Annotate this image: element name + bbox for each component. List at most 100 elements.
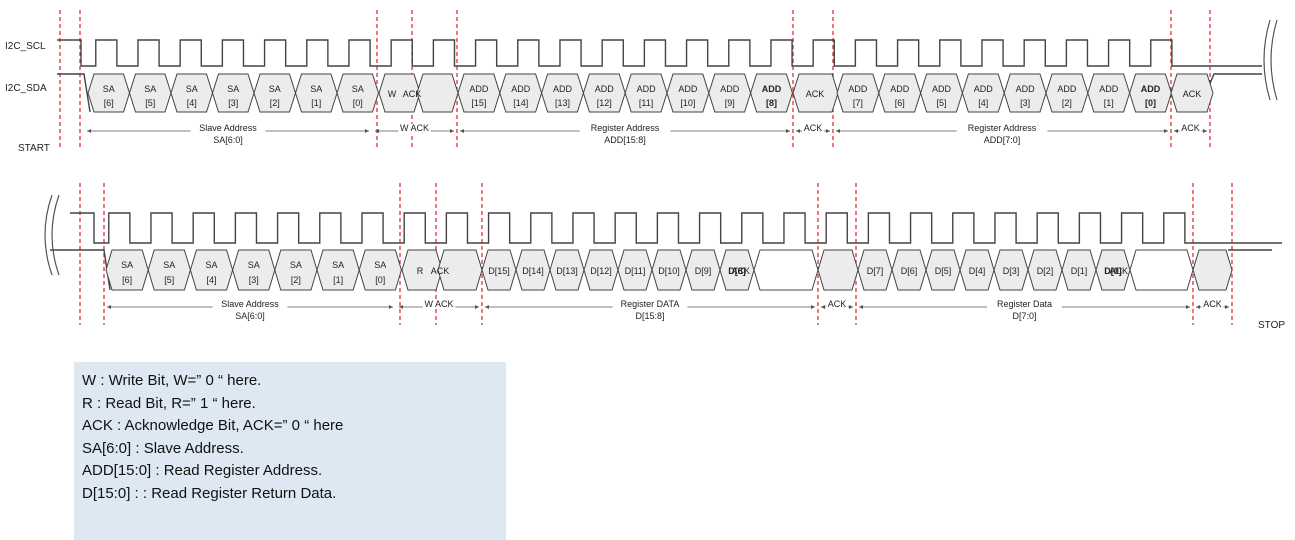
row2-ack-cell	[753, 249, 819, 291]
row1-slave-cell-name: SA	[310, 84, 322, 94]
row2-slave-cell	[358, 249, 402, 291]
row1-addr-lo-cell-index: [4]	[978, 98, 988, 108]
row2-annotation-label: Slave Address	[221, 299, 279, 309]
row2-slave-cell-name: SA	[332, 260, 344, 270]
legend-line-write-bit: W : Write Bit, W=” 0 “ here.	[82, 372, 262, 389]
row2-annotation-label-bg	[1201, 300, 1224, 309]
row1-addr-hi-cell-name: ADD	[595, 84, 615, 94]
row1-annotation-label: W ACK	[400, 123, 429, 133]
row2-annotation-sub: D[7:0]	[1012, 311, 1036, 321]
row1-addr-lo-cell-index: [5]	[936, 98, 946, 108]
row1-addr-hi-cell-index: [8]	[766, 98, 777, 108]
row2-annotation-label-bg	[212, 300, 288, 309]
row1-addr-lo-cell-name: ADD	[890, 84, 910, 94]
row1-addr-lo-cell-index: [0]	[1145, 98, 1156, 108]
row1-slave-cell-name: SA	[227, 84, 239, 94]
row2-slave-cell-index: [3]	[249, 275, 259, 285]
row1-addr-hi-cell-name: ADD	[469, 84, 489, 94]
row2-break-mark	[44, 194, 60, 276]
row2-ack-bit-label: ACK	[431, 266, 450, 276]
row1-slave-cell-index: [4]	[187, 98, 197, 108]
row2-annotation-sub: D[15:8]	[635, 311, 664, 321]
row1-annotation-label: ACK	[1181, 123, 1200, 133]
row1-ack-bit-label: ACK	[806, 89, 825, 99]
row2-data-lo-label: D[0]	[1104, 266, 1122, 276]
legend-line-return-data: D[15:0] : : Read Register Return Data.	[82, 484, 337, 502]
row1-slave-cell-name: SA	[352, 84, 364, 94]
row2-annotation-label: Register DATA	[621, 299, 680, 309]
row2-data-hi-label: D[13]	[556, 266, 578, 276]
row1-slave-cell-index: [2]	[270, 98, 280, 108]
row1-annotation-label: Register Address	[968, 123, 1037, 133]
row1-annotation-sub: ADD[15:8]	[604, 135, 646, 145]
row2-data-lo-label: D[4]	[969, 266, 986, 276]
row2-annotation-label: W ACK	[424, 299, 453, 309]
row2-annotation-label: ACK	[828, 299, 847, 309]
row2-data-hi-label: D[15]	[488, 266, 510, 276]
row2-data-lo-label: D[5]	[935, 266, 952, 276]
row1-scl-waveform	[57, 39, 1262, 67]
row2-annotation-label-bg	[612, 300, 688, 309]
row2-data-hi-label: D[9]	[695, 266, 712, 276]
row1-slave-cell-index: [5]	[145, 98, 155, 108]
legend-line-register-address: ADD[15:0] : Read Register Address.	[82, 462, 323, 479]
legend-box: W : Write Bit, W=” 0 “ here. R : Read Bi…	[74, 362, 506, 540]
row2-rw-bit-label: R	[417, 266, 424, 276]
row1-slave-cell-name: SA	[186, 84, 198, 94]
row2-data-hi-label: D[14]	[522, 266, 544, 276]
row2-slave-cell-index: [1]	[333, 275, 343, 285]
row2-data-lo-label: D[6]	[901, 266, 918, 276]
row1-break-mark	[1263, 19, 1278, 101]
row2-annotation-arrows	[821, 305, 853, 309]
row1-annotation-label: ACK	[804, 123, 823, 133]
row2-annotation-label: Register Data	[997, 299, 1052, 309]
row1-slave-cell-name: SA	[269, 84, 281, 94]
row1-addr-lo-cell-index: [2]	[1062, 98, 1072, 108]
row2-data-lo-label: D[3]	[1003, 266, 1020, 276]
row1-addr-hi-cell-index: [9]	[725, 98, 735, 108]
row1-addr-hi-cell-index: [14]	[513, 98, 528, 108]
row1-ack-bit-label: ACK	[403, 89, 422, 99]
row1-addr-hi-cell-name: ADD	[720, 84, 740, 94]
legend-line-ack-bit: ACK : Acknowledge Bit, ACK=” 0 “ here	[82, 417, 344, 434]
row1-addr-hi-cell-index: [10]	[680, 98, 695, 108]
stop-condition-label: STOP	[1258, 320, 1285, 331]
row1-slave-cell-index: [0]	[353, 98, 363, 108]
row1-slave-cell-index: [3]	[228, 98, 238, 108]
row1-annotation-label-bg	[802, 124, 824, 133]
row1-rw-bit-label: W	[388, 89, 397, 99]
row2-slave-cell-index: [2]	[291, 275, 301, 285]
start-condition-label: START	[18, 143, 50, 154]
row1-annotation-label: Register Address	[591, 123, 660, 133]
row1-addr-hi-cell-index: [15]	[471, 98, 486, 108]
row2-data-hi-label: D[8]	[728, 266, 746, 276]
row1-slave-cell-index: [1]	[311, 98, 321, 108]
row2-slave-cell-name: SA	[121, 260, 133, 270]
row1-slave-cell-name: SA	[103, 84, 115, 94]
row2-data-hi-label: D[10]	[658, 266, 680, 276]
row2-slave-cell-index: [5]	[164, 275, 174, 285]
row1-addr-hi-cell-name: ADD	[553, 84, 573, 94]
row1-annotation-label: Slave Address	[199, 123, 257, 133]
row1-addr-hi-cell-index: [13]	[555, 98, 570, 108]
row1-annotation-arrows	[796, 129, 830, 133]
row2-annotation-label-bg	[987, 300, 1062, 309]
row1-ack-bit-label: ACK	[1183, 89, 1202, 99]
row2-data-lo-label: D[2]	[1037, 266, 1054, 276]
row1-addr-hi-cell-name: ADD	[511, 84, 531, 94]
row1-addr-hi-cell	[750, 73, 793, 113]
row2-ack-bit-label: ACK	[731, 266, 750, 276]
row1-annotation-arrows	[1174, 129, 1207, 133]
row1-addr-lo-cell-name: ADD	[1016, 84, 1036, 94]
row2-annotation-label-bg	[826, 300, 848, 309]
row2-slave-cell-index: [0]	[375, 275, 385, 285]
row1-addr-lo-cell-name: ADD	[1099, 84, 1119, 94]
row1-addr-lo-cell-name: ADD	[974, 84, 994, 94]
scl-signal-label: I2C_SCL	[5, 41, 46, 52]
row1-addr-hi-cell-name: ADD	[762, 84, 782, 94]
row1-addr-hi-cell-name: ADD	[678, 84, 698, 94]
row2-data-lo-label: D[7]	[867, 266, 884, 276]
row2-slave-cell-index: [6]	[122, 275, 132, 285]
row1-annotation-label-bg	[956, 124, 1048, 133]
row2-slave-cell-name: SA	[290, 260, 302, 270]
